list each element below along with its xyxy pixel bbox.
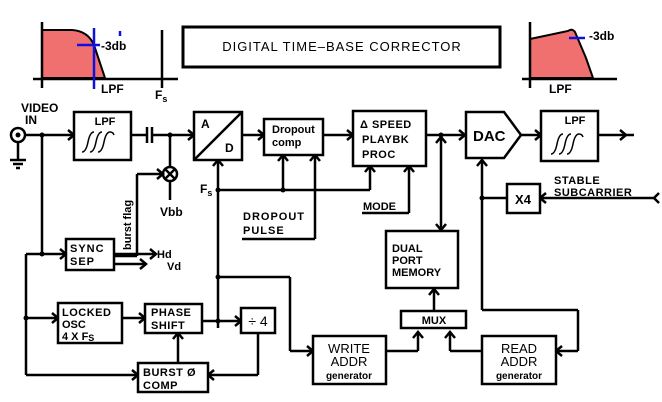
- lpf-output-block: LPF: [539, 109, 600, 163]
- lpf-input-block: LPF: [72, 110, 133, 162]
- left-filter-response-inset: -3db LPF Fs: [33, 22, 178, 104]
- svg-text:MEMORY: MEMORY: [392, 267, 442, 279]
- hd-label: Hd: [157, 249, 172, 261]
- burst-phase-comp-block: BURST Ø COMP: [136, 361, 210, 394]
- read-address-generator-block: READ ADDR generator: [480, 334, 558, 386]
- svg-text:generator: generator: [496, 371, 542, 382]
- svg-text:SYNC: SYNC: [70, 243, 105, 255]
- svg-text:X4: X4: [515, 192, 532, 207]
- svg-text:DUAL: DUAL: [392, 243, 423, 255]
- title-box: DIGITAL TIME–BASE CORRECTOR: [181, 25, 502, 69]
- dropout-pulse-label-line1: DROPOUT: [243, 211, 305, 223]
- speed-playback-proc-block: Δ SPEED PLAYBK PROC: [351, 109, 428, 168]
- svg-text:comp: comp: [272, 137, 302, 149]
- svg-text:READ: READ: [501, 341, 537, 356]
- svg-text:PHASE: PHASE: [151, 307, 191, 319]
- vd-label: Vd: [167, 261, 181, 273]
- right-db-label: -3db: [589, 29, 614, 43]
- ad-converter-block: A D: [192, 110, 244, 162]
- fs-label: Fs: [155, 88, 167, 104]
- mux-block: MUX: [399, 309, 468, 330]
- dual-port-memory-block: DUAL PORT MEMORY: [384, 229, 460, 290]
- svg-text:Δ SPEED: Δ SPEED: [360, 119, 412, 131]
- locked-oscillator-block: LOCKED OSC 4 X FS: [56, 301, 124, 345]
- dropout-comp-block: Dropout comp: [262, 117, 325, 157]
- dropout-pulse-label-line2: PULSE: [243, 225, 285, 237]
- svg-text:÷ 4: ÷ 4: [248, 313, 268, 329]
- svg-text:LOCKED: LOCKED: [62, 307, 111, 319]
- filter-symbol-icon: [550, 133, 584, 155]
- right-filter-response-curve: [529, 28, 595, 79]
- write-address-generator-block: WRITE ADDR generator: [311, 334, 388, 386]
- video-input-connector: VIDEO IN: [9, 101, 58, 170]
- svg-text:PORT: PORT: [392, 255, 423, 267]
- svg-text:D: D: [225, 141, 234, 155]
- svg-text:ADDR: ADDR: [501, 354, 538, 369]
- stable-subcarrier-label-line2: SUBCARRIER: [554, 187, 632, 199]
- svg-text:PROC: PROC: [362, 149, 396, 161]
- phase-shift-block: PHASE SHIFT: [143, 302, 204, 335]
- svg-text:SHIFT: SHIFT: [151, 320, 185, 332]
- svg-text:OSC: OSC: [62, 319, 86, 331]
- svg-text:Vbb: Vbb: [160, 205, 183, 219]
- video-in-label-line2: IN: [25, 113, 37, 127]
- svg-text:PLAYBK: PLAYBK: [362, 134, 409, 146]
- burst-flag-label: burst flag: [122, 200, 134, 250]
- svg-text:4 X FS: 4 X FS: [62, 331, 94, 343]
- dac-block: DAC: [464, 110, 523, 160]
- right-filter-response-inset: -3db LPF: [522, 22, 617, 96]
- svg-text:A: A: [201, 117, 210, 131]
- fs-input-label: Fs: [200, 182, 212, 198]
- divide-by-4-block: ÷ 4: [239, 306, 277, 335]
- right-lpf-label: LPF: [549, 82, 572, 96]
- svg-text:SEP: SEP: [70, 256, 95, 268]
- svg-text:Dropout: Dropout: [272, 124, 315, 136]
- left-filter-response-curve: [41, 29, 107, 79]
- diagram-title: DIGITAL TIME–BASE CORRECTOR: [222, 39, 462, 54]
- svg-text:DAC: DAC: [473, 128, 506, 145]
- sync-separator-block: SYNC SEP: [64, 237, 116, 272]
- x4-multiplier-block: X4: [505, 182, 542, 215]
- filter-symbol-icon: [81, 131, 115, 153]
- mode-label: MODE: [363, 201, 396, 213]
- vbb-label: Vbb: [160, 205, 183, 219]
- svg-text:BURST Ø: BURST Ø: [143, 367, 196, 379]
- video-in-label-line1: VIDEO: [21, 101, 58, 115]
- svg-text:LPF: LPF: [95, 116, 116, 128]
- svg-text:WRITE: WRITE: [328, 341, 370, 356]
- ground-icon: [10, 158, 26, 170]
- stable-subcarrier-label-line1: STABLE: [554, 175, 600, 187]
- svg-text:LPF: LPF: [565, 115, 586, 127]
- svg-text:MUX: MUX: [422, 315, 447, 327]
- svg-text:ADDR: ADDR: [331, 354, 368, 369]
- svg-text:generator: generator: [326, 371, 372, 382]
- left-lpf-label: LPF: [101, 82, 124, 96]
- svg-text:COMP: COMP: [143, 380, 178, 392]
- left-db-label: -3db: [101, 39, 126, 53]
